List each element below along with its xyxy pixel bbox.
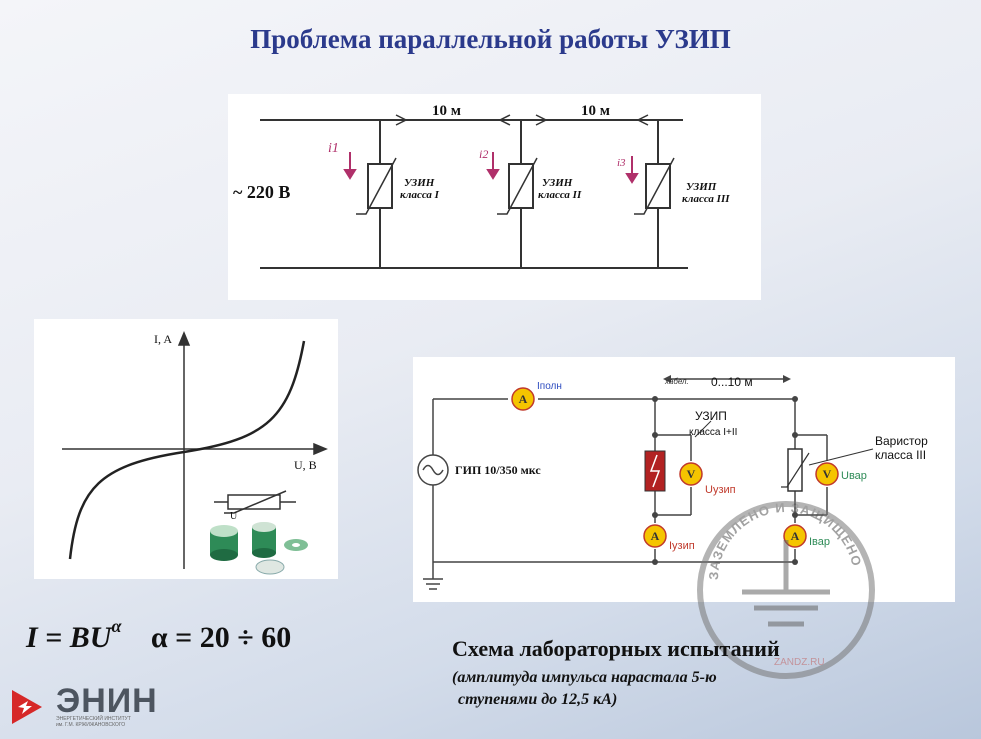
spd-2-line1: УЗИН [542,177,573,189]
spd-symbol-1 [367,163,393,209]
formula: I = BUα α = 20 ÷ 60 [26,616,292,655]
iv-curve [68,340,306,560]
spd-symbol-3 [645,163,671,209]
component-label: U [230,511,238,522]
voltmeter-var-icon [815,462,839,486]
i-var-label: Iвар [809,536,830,548]
current-label-1: i1 [328,141,339,156]
i-spd-label: Iузип [669,540,695,552]
stamp-sub: ZANDZ.RU [774,657,825,668]
ammeter-total-icon [511,387,535,411]
current-total-label: Iполн [537,381,562,392]
voltmeter-symbol: V [823,467,832,481]
spd-label-1: УЗИП [695,409,727,423]
lightning-icon [649,454,661,488]
distance-arrow-right [783,375,791,383]
voltmeter-spd-icon [679,462,703,486]
logo-sub-2: им. Г.М. КРЖИЖАНОВСКОГО [56,722,126,728]
generator-label: ГИП 10/350 мкс [455,463,541,477]
formula-main: I = BU [26,621,112,654]
varistor-label-2: класса III [875,448,926,462]
ammeter-var-icon [783,524,807,548]
ground-icon [423,578,443,590]
caption-title: Схема лабораторных испытаний [452,636,780,661]
spd-3-line1: УЗИП [686,181,717,193]
caption-subtitle: (амплитуда импульса нарастала 5-ю ступен… [452,667,717,711]
distance-prefix: хабел. [664,377,689,386]
top-circuit-panel: 10 м 10 м ~ 220 В i1 i2 i3 УЗИН класса I… [228,94,761,300]
distance-label-2: 10 м [581,103,610,119]
distance-arrow-left [395,114,408,126]
spd-1-line2: класса I [400,189,440,201]
spd-3-line2: класса III [682,193,730,205]
logo-sub-1: ЭНЕРГЕТИЧЕСКИЙ ИНСТИТУТ [56,716,131,722]
u-var-label: Uвар [841,470,867,482]
voltmeter-symbol: V [687,467,696,481]
varistor-label-1: Варистор [875,434,928,448]
distance-arrow-left [663,375,671,383]
ammeter-symbol: A [791,529,800,543]
u-spd-label: Uузип [705,484,736,496]
formula-exponent: α [111,616,122,636]
ammeter-symbol: A [651,529,660,543]
slide-title: Проблема параллельной работы УЗИП [250,24,731,54]
watermark-stamp: ЗАЗЕМЛЕНО И ЗАЩИЩЕНО ZANDZ.RU [690,480,880,685]
varistor-photo: U [210,490,308,575]
logo-icon [12,690,42,724]
current-label-3: i3 [617,157,626,169]
caption-line-1: (амплитуда импульса нарастала 5-ю [452,669,717,686]
spd-1-line1: УЗИН [404,177,435,189]
iv-graph-panel: I, A U, B U [34,319,338,579]
distance-value: 0...10 м [711,375,753,389]
spd-2-line2: класса II [538,189,582,201]
caption-line-2: ступенями до 12,5 кА) [458,691,618,708]
ground-icon [742,540,830,627]
logo: ЭНИН ЭНЕРГЕТИЧЕСКИЙ ИНСТИТУТ им. Г.М. КР… [4,682,158,728]
spd-label-2: класса I+II [689,427,737,438]
distance-arrow-left [535,114,548,126]
current-label-2: i2 [479,147,488,161]
lab-circuit-diagram: ГИП 10/350 мкс A V V A A Iполн хабел. 0.… [417,375,928,590]
top-circuit-diagram: 10 м 10 м ~ 220 В i1 i2 i3 УЗИН класса I… [233,103,730,269]
y-axis-label: I, A [154,332,172,346]
ammeter-symbol: A [519,392,528,406]
spd-symbol-2 [508,163,534,209]
distance-label-1: 10 м [432,103,461,119]
ammeter-spd-icon [643,524,667,548]
logo-text: ЭНИН [56,682,158,720]
distance-arrow-right [498,114,511,126]
iv-graph: I, A U, B U [62,331,328,575]
x-axis-label: U, B [294,458,317,472]
distance-arrow-right [636,114,649,126]
voltage-label: ~ 220 В [233,182,290,202]
formula-range: α = 20 ÷ 60 [150,621,292,654]
